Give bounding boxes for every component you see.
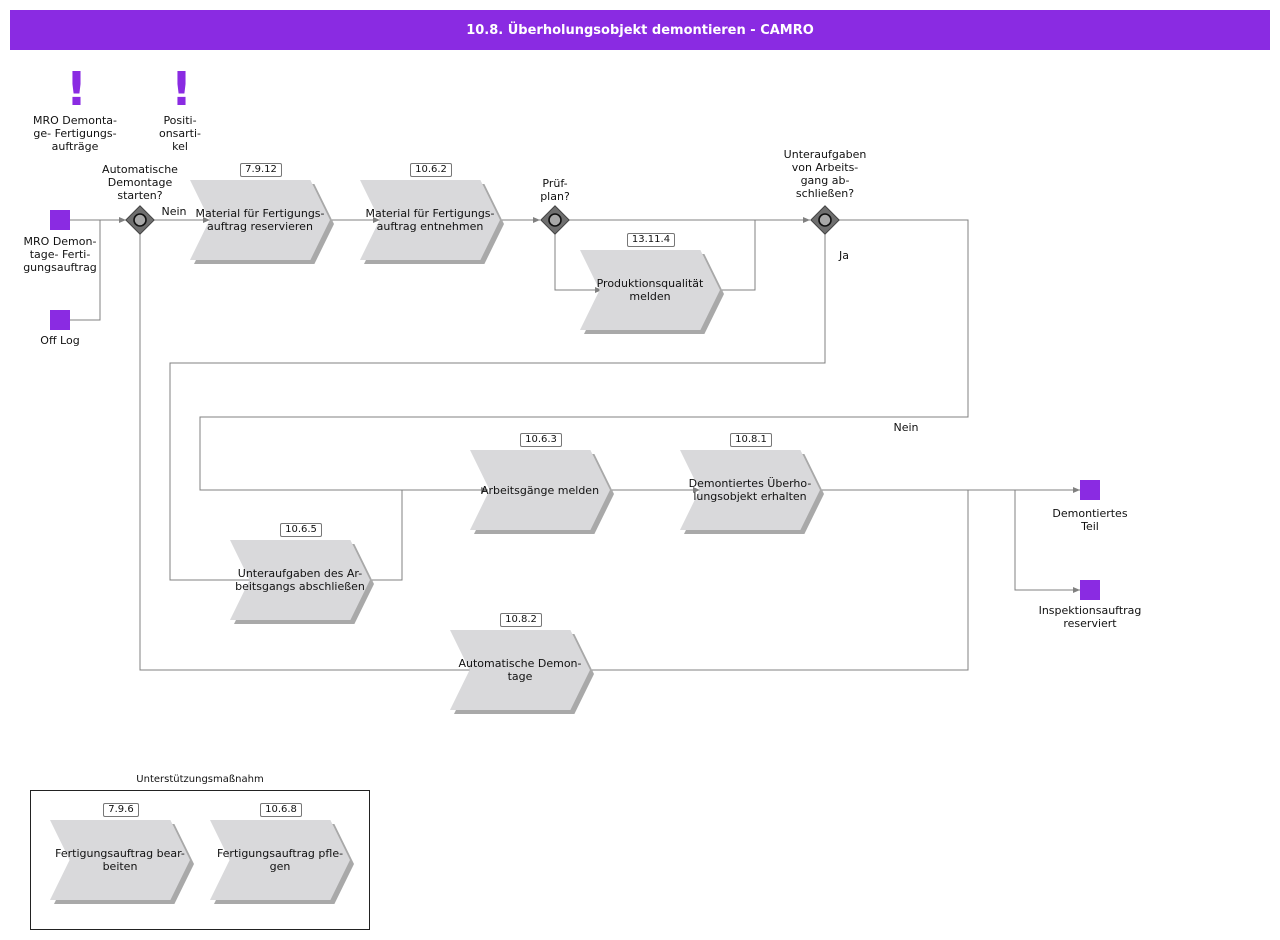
edge-label-ja: Ja <box>839 249 849 262</box>
support-function-s2-label: Fertigungsauftrag pfle- gen <box>216 847 344 873</box>
diagram-title: 10.8. Überholungsobjekt demontieren - CA… <box>10 10 1270 50</box>
gateway-g3 <box>810 205 840 235</box>
function-f7[interactable]: Automatische Demon- tage <box>450 630 594 714</box>
edge-label-nein-1: Nein <box>161 205 187 218</box>
risk-exclamation-icon: ! <box>171 62 192 116</box>
function-f5-label: Demontiertes Überho- lungsobjekt erhalte… <box>688 477 812 503</box>
gateway-g3-label: Unteraufgaben von Arbeits- gang ab- schl… <box>783 148 867 200</box>
function-f6[interactable]: Unteraufgaben des Ar- beitsgangs abschli… <box>230 540 374 624</box>
function-id-badge: 10.6.3 <box>520 433 562 447</box>
function-f5[interactable]: Demontiertes Überho- lungsobjekt erhalte… <box>680 450 824 534</box>
event-off-log[interactable] <box>50 310 70 330</box>
edge-f3-to-g3 <box>720 220 756 291</box>
function-f1-label: Material für Fertigungs- auftrag reservi… <box>195 207 325 233</box>
function-f3[interactable]: Produktionsqualität melden <box>580 250 724 334</box>
risk-label-2: Positi- onsarti- kel <box>158 114 202 153</box>
function-f3-label: Produktionsqualität melden <box>596 277 704 303</box>
function-id-badge: 10.6.8 <box>260 803 302 817</box>
function-f4[interactable]: Arbeitsgänge melden <box>470 450 614 534</box>
support-function-s1[interactable]: Fertigungsauftrag bear- beiten <box>50 820 194 904</box>
function-f2[interactable]: Material für Fertigungs- auftrag entnehm… <box>360 180 504 264</box>
gateway-g1-label: Automatische Demontage starten? <box>102 163 178 202</box>
event-disassembled-part[interactable] <box>1080 480 1100 500</box>
support-box <box>30 790 370 930</box>
edge-g3-to-f4 <box>199 219 969 493</box>
edge-g1-to-f7 <box>139 234 470 671</box>
edge-f6-to-f4 <box>370 490 403 581</box>
event-mro-order-label: MRO Demon- tage- Ferti- gungsauftrag <box>23 235 97 274</box>
event-off-log-label: Off Log <box>40 334 80 347</box>
function-id-badge: 7.9.6 <box>103 803 139 817</box>
edge-to-inspection <box>1014 490 1080 593</box>
gateway-g2-label: Prüf- plan? <box>540 177 570 203</box>
support-title: Unterstützungsmaßnahm <box>136 774 264 785</box>
edge-g3-to-f6 <box>169 234 826 581</box>
function-id-badge: 13.11.4 <box>627 233 675 247</box>
edge-label-nein-2: Nein <box>893 421 919 434</box>
edge-offlog-to-g1 <box>70 220 101 321</box>
event-inspection-reserved[interactable] <box>1080 580 1100 600</box>
gateway-g1 <box>125 205 155 235</box>
function-f2-label: Material für Fertigungs- auftrag entnehm… <box>365 207 495 233</box>
event-inspection-reserved-label: Inspektionsauftrag reserviert <box>1038 604 1142 630</box>
function-id-badge: 10.6.2 <box>410 163 452 177</box>
function-id-badge: 10.8.1 <box>730 433 772 447</box>
gateway-g2 <box>540 205 570 235</box>
function-id-badge: 7.9.12 <box>240 163 282 177</box>
function-f7-label: Automatische Demon- tage <box>458 657 582 683</box>
risk-label-1: MRO Demonta- ge- Fertigungs- aufträge <box>33 114 117 153</box>
event-disassembled-part-label: Demontiertes Teil <box>1052 507 1128 533</box>
edge-f7-to-join <box>590 490 969 671</box>
risk-exclamation-icon: ! <box>66 62 87 116</box>
support-function-s2[interactable]: Fertigungsauftrag pfle- gen <box>210 820 354 904</box>
function-f6-label: Unteraufgaben des Ar- beitsgangs abschli… <box>235 567 365 593</box>
function-id-badge: 10.6.5 <box>280 523 322 537</box>
function-id-badge: 10.8.2 <box>500 613 542 627</box>
function-f1[interactable]: Material für Fertigungs- auftrag reservi… <box>190 180 334 264</box>
event-mro-order[interactable] <box>50 210 70 230</box>
function-f4-label: Arbeitsgänge melden <box>480 483 600 497</box>
edge-g2-to-f3 <box>554 234 602 293</box>
support-function-s1-label: Fertigungsauftrag bear- beiten <box>55 847 185 873</box>
